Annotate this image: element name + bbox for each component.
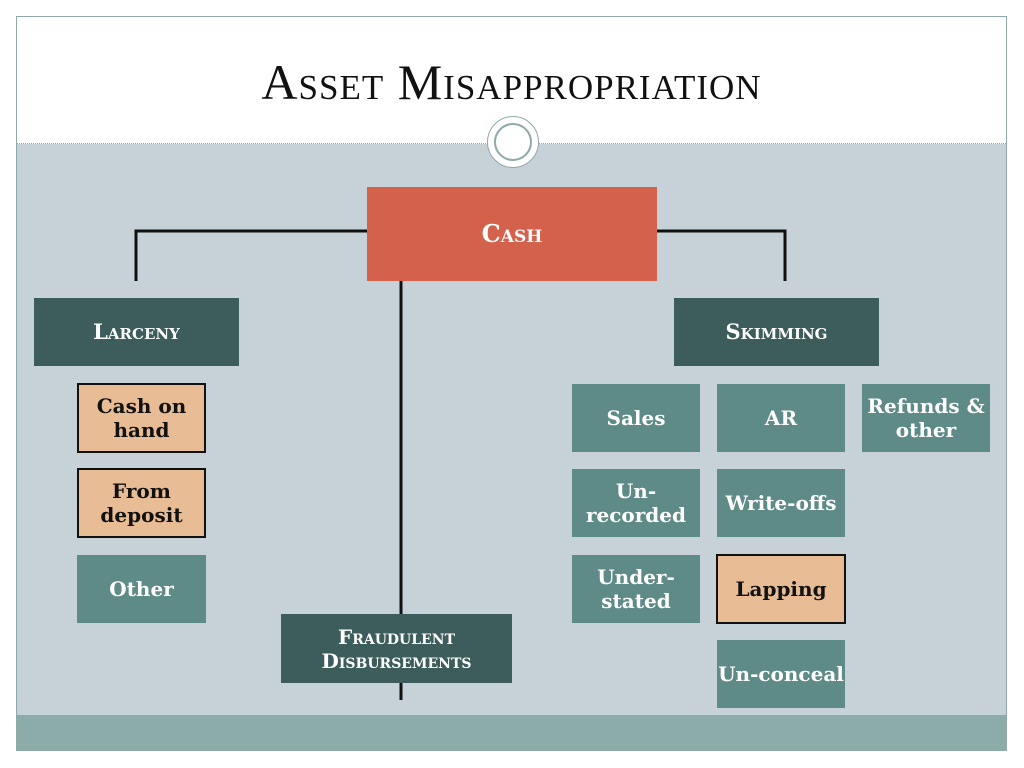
circle-ornament-icon <box>487 116 539 168</box>
slide-title: Asset Misappropriation <box>261 54 762 110</box>
larceny-item-other: Other <box>77 555 206 623</box>
cash-box: Cash <box>367 187 657 281</box>
skimming-item-ar: AR <box>717 384 845 452</box>
skimming-item-unconceal: Un-conceal <box>717 640 845 708</box>
skimming-item-lapping: Lapping <box>716 554 846 624</box>
skimming-item-sales: Sales <box>572 384 700 452</box>
larceny-item-cash-on-hand: Cash on hand <box>77 383 206 453</box>
skimming-item-write-offs: Write-offs <box>717 469 845 537</box>
fraudulent-disbursements-box: Fraudulent Disbursements <box>281 614 512 683</box>
larceny-box: Larceny <box>34 298 239 366</box>
larceny-item-from-deposit: From deposit <box>77 468 206 538</box>
skimming-box: Skimming <box>674 298 879 366</box>
skimming-item-understated: Under-stated <box>572 555 700 623</box>
bottom-band <box>17 715 1006 750</box>
circle-ornament-inner <box>494 123 532 161</box>
skimming-item-unrecorded: Un-recorded <box>572 469 700 537</box>
connector-cash-larceny <box>134 229 367 281</box>
connector-cash-skimming <box>657 229 787 281</box>
skimming-item-refunds-other: Refunds & other <box>862 384 990 452</box>
